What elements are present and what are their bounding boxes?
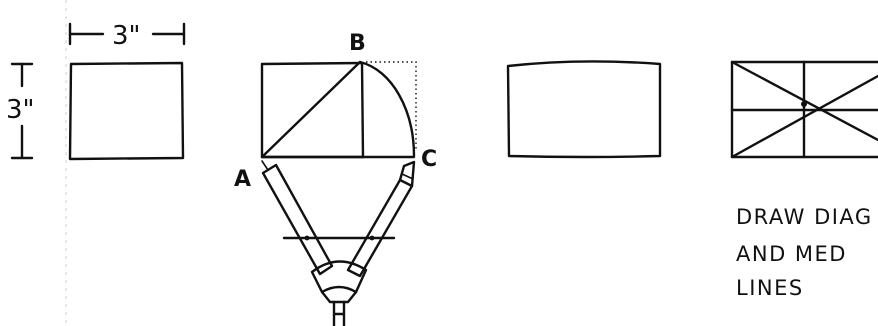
dotted-extension xyxy=(366,61,417,150)
instruction-line-1: DRAW DIAG xyxy=(736,205,873,229)
compass-left-needle xyxy=(261,160,269,171)
arc-b-to-c xyxy=(358,60,416,158)
height-dimension-label: 3" xyxy=(6,95,35,125)
panel-result-rectangle xyxy=(506,60,662,159)
diagonal-a-to-b xyxy=(260,60,362,159)
instruction-line-2: AND MED xyxy=(736,242,847,266)
compass-screw-left xyxy=(304,235,310,241)
compass-hinge xyxy=(310,260,368,294)
compass-screw-right xyxy=(369,235,375,241)
compass-right-leg xyxy=(346,178,414,278)
compass-handle xyxy=(332,300,346,326)
square-right-side xyxy=(360,61,365,159)
panel-compass-construction: B A C xyxy=(234,31,437,326)
point-label-b: B xyxy=(349,31,366,56)
panel-square-dimensions: 3" 3" xyxy=(6,21,186,161)
point-label-c: C xyxy=(421,147,437,172)
square-3x3 xyxy=(68,61,185,161)
instruction-line-3: LINES xyxy=(736,276,804,300)
compass-icon xyxy=(261,160,416,326)
compass-right-pencil-tip xyxy=(398,160,416,188)
compass-left-leg xyxy=(261,163,334,276)
compass-right-pencil-band xyxy=(401,173,414,180)
point-label-a: A xyxy=(234,167,251,192)
panel-diagonals-medians: DRAW DIAG AND MED LINES xyxy=(730,60,878,300)
width-dimension-label: 3" xyxy=(112,21,141,51)
center-point xyxy=(801,101,807,107)
compass-hinge-lower xyxy=(320,290,358,304)
